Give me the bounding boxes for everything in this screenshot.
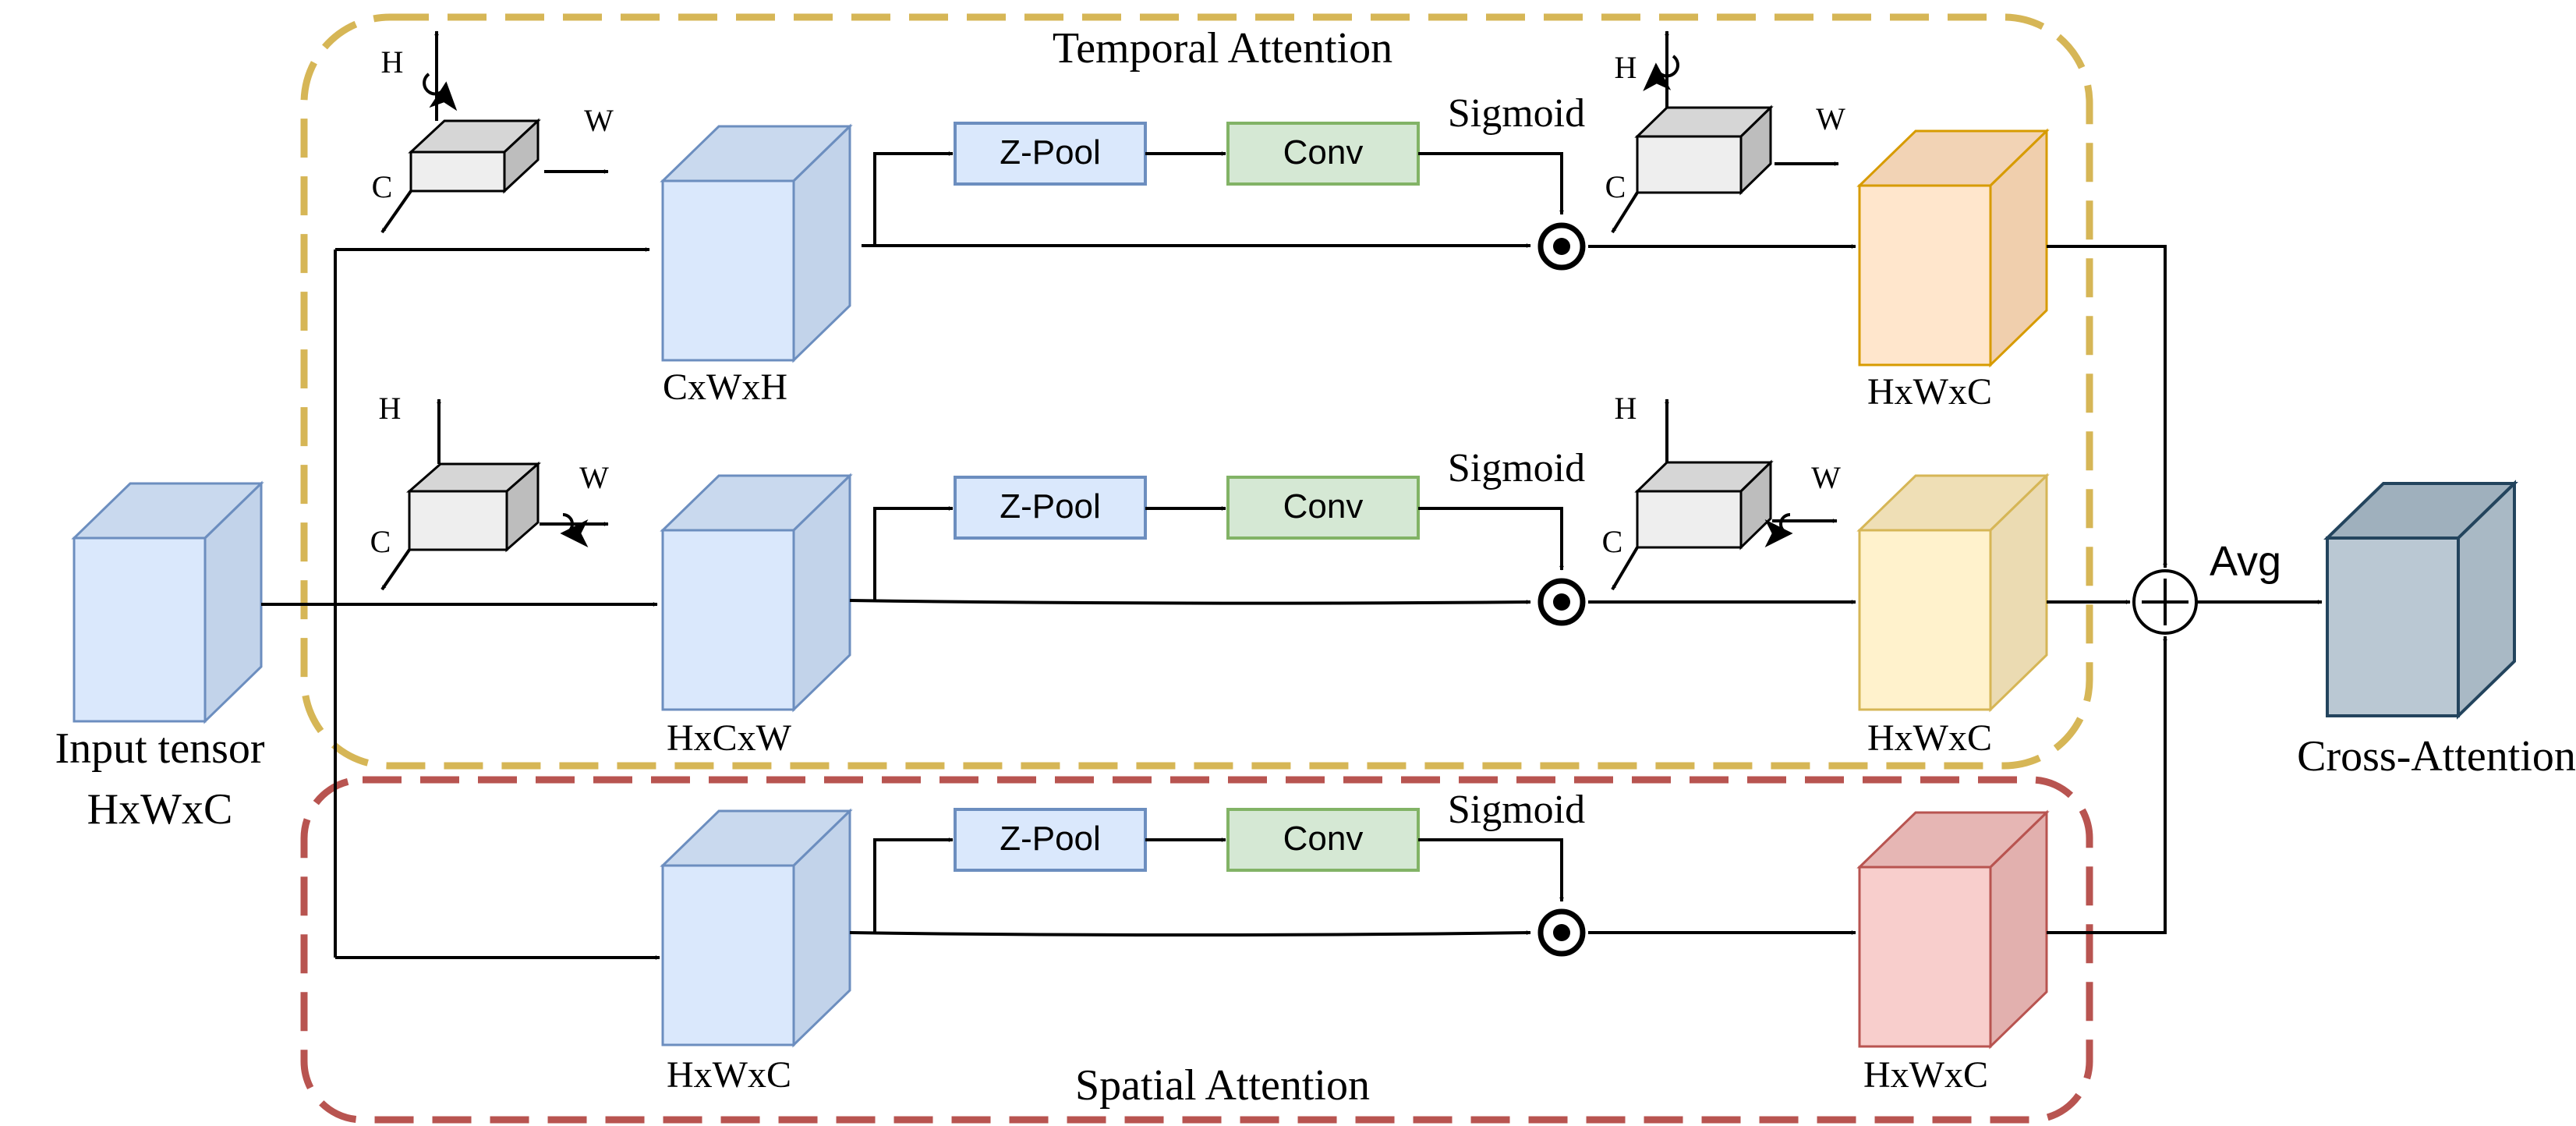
branch2-main-line bbox=[849, 599, 1531, 605]
branch2-output-label: HxWxC bbox=[1867, 717, 1992, 759]
svg-text:C: C bbox=[372, 169, 393, 204]
svg-text:C: C bbox=[1605, 169, 1626, 204]
input-tensor-shape: HxWxC bbox=[87, 785, 233, 834]
svg-text:C: C bbox=[370, 524, 391, 559]
branch2-zpool-box bbox=[954, 476, 1147, 540]
branch3-main-line bbox=[849, 930, 1531, 937]
branch1-sigmoid-label: Sigmoid bbox=[1448, 91, 1585, 136]
branch2-axes-in: H W C bbox=[370, 391, 609, 591]
branch1-axes-in: H W C bbox=[372, 30, 614, 234]
branch1-sigmoid-arrow bbox=[1418, 152, 1564, 215]
svg-text:W: W bbox=[579, 460, 609, 495]
input-tensor-cube bbox=[71, 480, 264, 724]
branch2-permuted-cube bbox=[660, 473, 853, 713]
branch1-to-sum bbox=[2047, 245, 2167, 568]
branch2-output-cube bbox=[1856, 473, 2050, 713]
branch2-zpool-arrow bbox=[873, 506, 954, 600]
svg-text:W: W bbox=[584, 103, 614, 138]
branch1-conv-box bbox=[1226, 122, 1420, 186]
branch2-zpool-label: Z-Pool bbox=[1000, 487, 1101, 526]
branch1-axes-out: H W C bbox=[1605, 30, 1845, 234]
svg-text:W: W bbox=[1811, 460, 1841, 495]
branch3-sigmoid-label: Sigmoid bbox=[1448, 788, 1585, 832]
branch3-to-sum bbox=[2047, 636, 2167, 934]
branch3-output-cube bbox=[1856, 809, 2050, 1050]
branch2-sigmoid-arrow bbox=[1418, 507, 1564, 571]
branch2-sigmoid-label: Sigmoid bbox=[1448, 446, 1585, 490]
branch3-cube bbox=[660, 808, 853, 1048]
cross-attention-label: Cross-Attention bbox=[2297, 732, 2576, 781]
branch2-multiply-operator bbox=[1537, 578, 1586, 626]
branch3-zpool-label: Z-Pool bbox=[1000, 820, 1101, 858]
branch1-conv-label: Conv bbox=[1283, 133, 1364, 172]
temporal-attention-title: Temporal Attention bbox=[1053, 24, 1392, 73]
svg-text:H: H bbox=[381, 44, 404, 80]
svg-text:H: H bbox=[379, 391, 402, 426]
svg-text:W: W bbox=[1816, 101, 1845, 136]
svg-text:H: H bbox=[1615, 391, 1637, 426]
cross-attention-cube bbox=[2323, 480, 2518, 720]
branch3-conv-label: Conv bbox=[1283, 820, 1364, 858]
branch3-sigmoid-arrow bbox=[1418, 838, 1564, 902]
avg-label: Avg bbox=[2210, 538, 2281, 585]
svg-text:C: C bbox=[1602, 524, 1623, 559]
svg-text:H: H bbox=[1615, 50, 1637, 85]
temporal-attention-group bbox=[300, 13, 2093, 770]
branch2-conv-label: Conv bbox=[1283, 487, 1364, 526]
branch3-zpool-box bbox=[954, 808, 1147, 872]
branch2-conv-box bbox=[1226, 476, 1420, 540]
branch3-multiply-operator bbox=[1537, 908, 1586, 957]
spatial-attention-title: Spatial Attention bbox=[1075, 1061, 1370, 1110]
branch3-output-label: HxWxC bbox=[1863, 1054, 1988, 1096]
input-split-connector bbox=[261, 250, 337, 958]
branch1-output-label: HxWxC bbox=[1867, 371, 1992, 413]
branch3-label: HxWxC bbox=[667, 1054, 791, 1096]
branch1-multiply-operator bbox=[1537, 222, 1586, 271]
branch1-zpool-label: Z-Pool bbox=[1000, 133, 1101, 172]
input-tensor-label: Input tensor bbox=[55, 724, 264, 773]
branch1-permute-label: CxWxH bbox=[663, 366, 787, 408]
sum-operator bbox=[2132, 569, 2198, 635]
branch1-zpool-arrow bbox=[873, 151, 954, 246]
branch3-zpool-arrow bbox=[873, 837, 954, 933]
branch1-permuted-cube bbox=[660, 123, 853, 363]
branch1-output-cube bbox=[1856, 128, 2050, 368]
branch2-permute-label: HxCxW bbox=[667, 717, 792, 759]
spatial-attention-group bbox=[300, 776, 2093, 1124]
branch2-axes-out: H W C bbox=[1602, 391, 1841, 591]
